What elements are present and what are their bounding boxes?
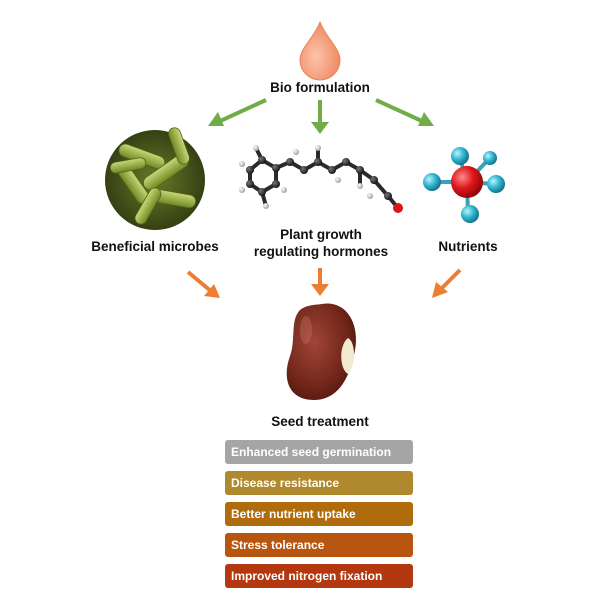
- molecule-ball-icon: [423, 147, 505, 223]
- benefit-germination: Enhanced seed germination: [225, 440, 413, 464]
- orange-arrow-right: [432, 268, 462, 298]
- green-arrow-down: [311, 100, 329, 134]
- bio-formulation-label: Bio formulation: [270, 80, 370, 95]
- hormones-label: Plant growth regulating hormones: [253, 227, 389, 259]
- nutrients-label: Nutrients: [438, 239, 498, 254]
- beneficial-microbes-label: Beneficial microbes: [91, 239, 219, 254]
- green-arrow-left: [208, 98, 267, 126]
- benefit-nutrient-uptake: Better nutrient uptake: [225, 502, 413, 526]
- orange-arrow-left: [186, 270, 220, 298]
- green-arrow-right: [375, 98, 434, 126]
- benefit-disease-resistance: Disease resistance: [225, 471, 413, 495]
- orange-arrow-down: [311, 268, 329, 296]
- bacteria-icon: [105, 127, 205, 230]
- bean-seed-icon: [286, 303, 356, 400]
- droplet-icon: [299, 20, 341, 81]
- seed-treatment-label: Seed treatment: [271, 414, 369, 429]
- molecule-structure-icon: [239, 145, 403, 213]
- benefit-stress-tolerance: Stress tolerance: [225, 533, 413, 557]
- benefit-nitrogen-fixation: Improved nitrogen fixation: [225, 564, 413, 588]
